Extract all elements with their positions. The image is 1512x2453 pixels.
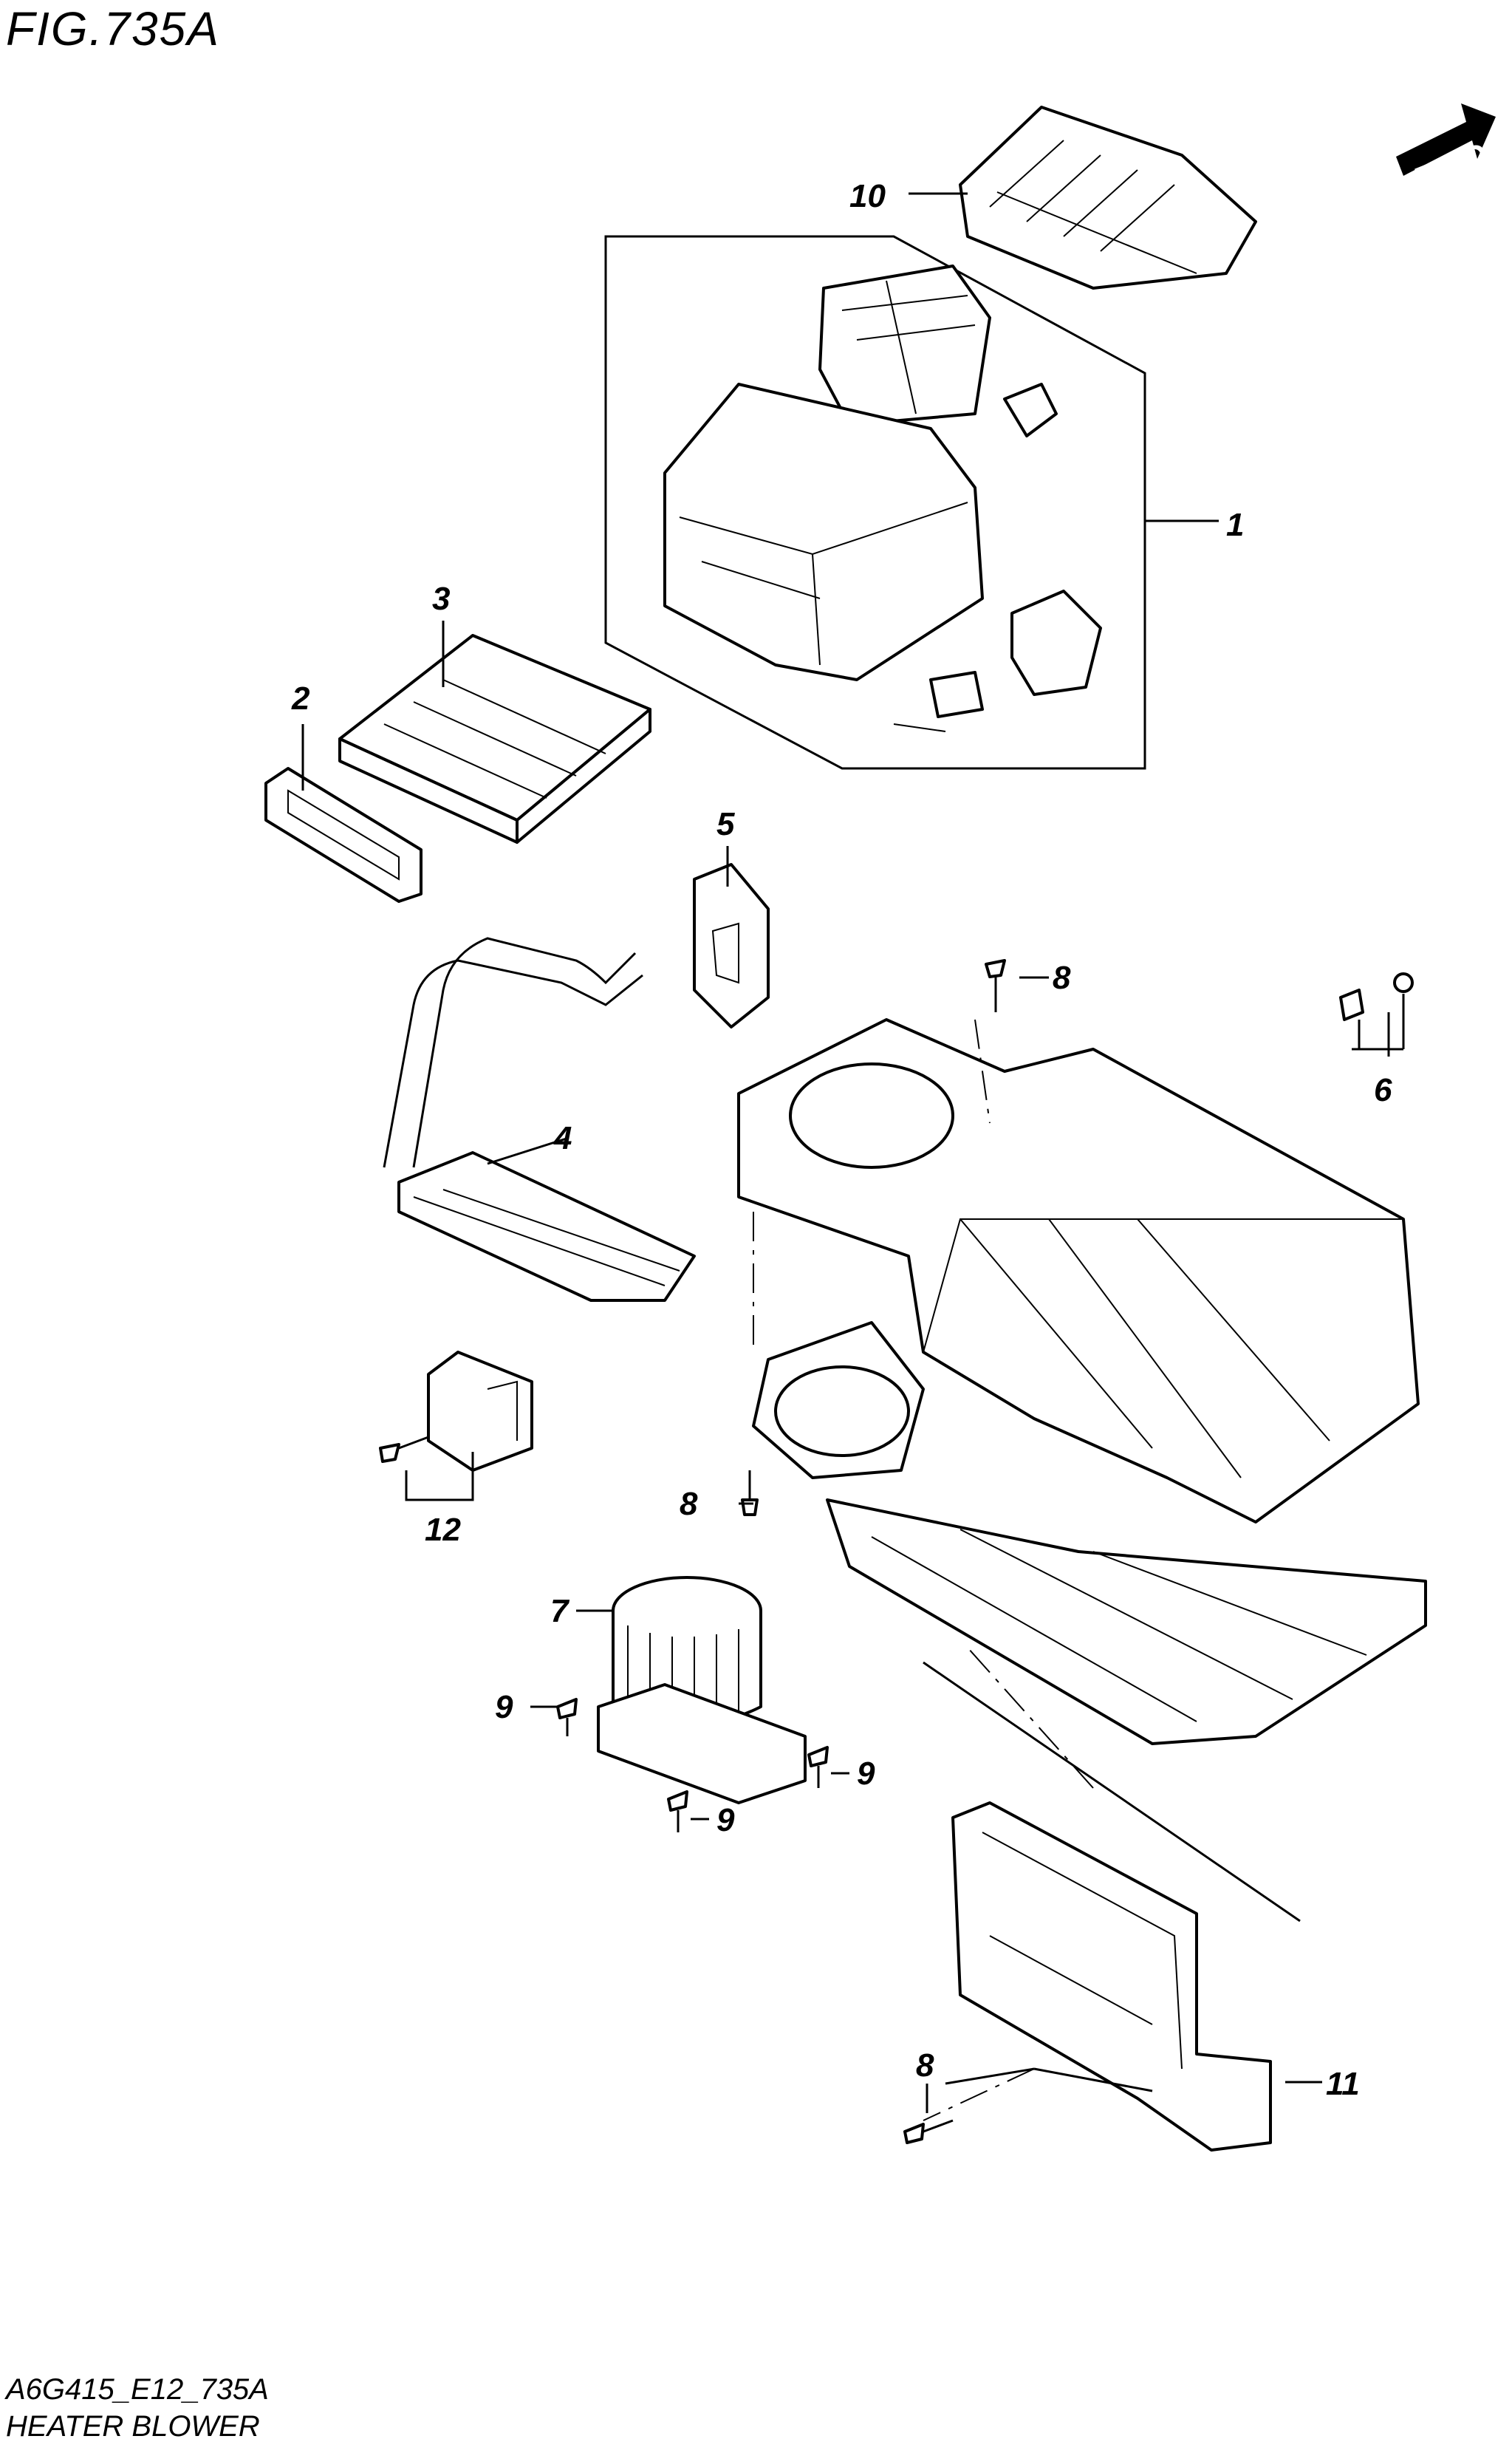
- leader-lines: [301, 192, 1405, 2121]
- callout-12: 12: [425, 1512, 461, 1548]
- forward-arrow-icon: FWD: [1396, 103, 1496, 199]
- callout-11: 11: [1326, 2066, 1360, 2102]
- part-4-heater-core: [383, 937, 696, 1302]
- part-12-resistor: [427, 1351, 533, 1472]
- callout-1: 1: [1226, 507, 1244, 543]
- callout-8b: 8: [680, 1486, 698, 1522]
- callout-6: 6: [1374, 1072, 1392, 1108]
- callout-3: 3: [432, 581, 450, 617]
- callout-9b: 9: [857, 1756, 875, 1792]
- part-7-blower-motor: [597, 1576, 807, 1804]
- model-code: A6G415_E12_735A: [6, 2373, 269, 2406]
- assembly-kit-boundary: [604, 235, 1146, 770]
- callout-4: 4: [553, 1120, 572, 1156]
- callout-10: 10: [849, 178, 886, 214]
- callout-7: 7: [550, 1593, 570, 1629]
- figure-title: FIG.735A: [6, 2, 220, 55]
- callout-9a: 9: [495, 1689, 513, 1725]
- part-2-filter-cover: [264, 767, 423, 903]
- part-3-air-filter: [338, 634, 651, 844]
- section-name: HEATER BLOWER: [6, 2410, 260, 2443]
- part-5-seal: [693, 863, 770, 1028]
- callout-8c: 8: [916, 2047, 934, 2084]
- part-11-lower-cover: [951, 1801, 1272, 2152]
- callout-labels: 1 2 3 4 5 6 7 8 8 8 9 9 9 10 11 12: [291, 178, 1392, 2102]
- part-6-clip: [1339, 972, 1414, 1021]
- part-10-intake-cover: [959, 106, 1257, 290]
- callout-5: 5: [716, 806, 735, 842]
- callout-2: 2: [291, 680, 310, 717]
- callout-9c: 9: [716, 1802, 735, 1838]
- part-1-blower-case-assembly: [663, 265, 1102, 732]
- callout-8a: 8: [1053, 960, 1071, 996]
- main-hvac-case: [737, 1018, 1427, 1745]
